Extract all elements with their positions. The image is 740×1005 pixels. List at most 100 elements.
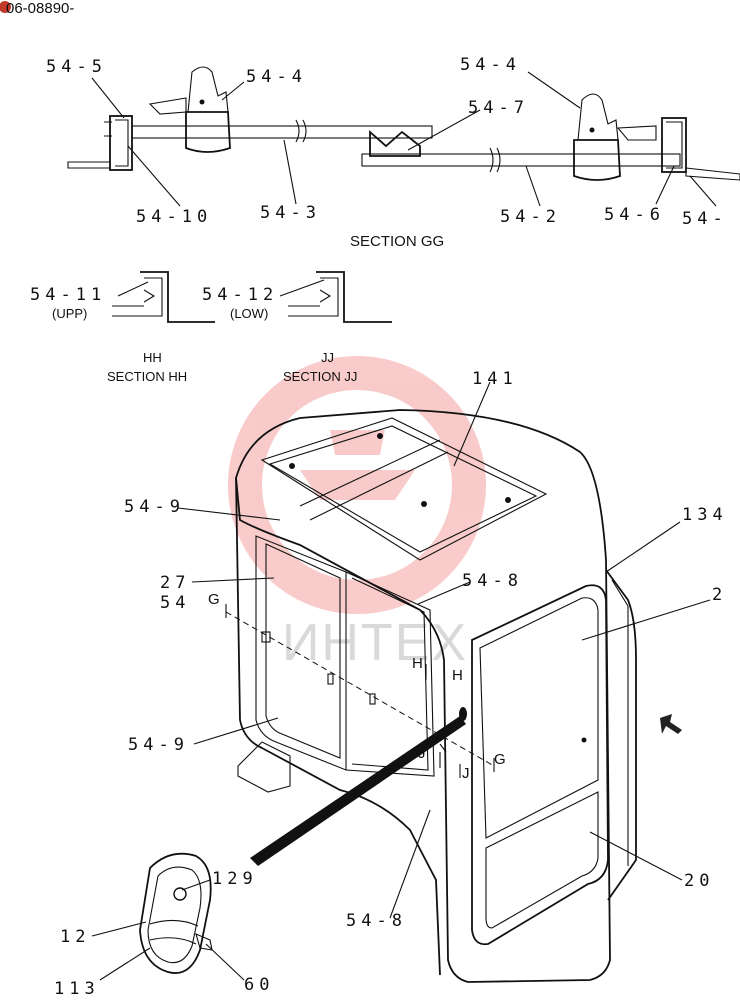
gg-center-seal (369, 130, 421, 157)
marker-j-left: J (418, 745, 426, 762)
gg-left-channel (109, 115, 133, 171)
watermark-mark-top (330, 430, 385, 455)
side-window-front-inner (265, 543, 341, 759)
marker-j-right: J (462, 765, 470, 782)
callout-54-9b: 54-9 (128, 735, 189, 755)
callout-54: 54 (160, 593, 190, 613)
callout-12: 12 (60, 927, 90, 947)
jj-profile-outer (316, 271, 392, 323)
front-door-upper-glass (479, 597, 599, 839)
section-jj-short: JJ (321, 350, 334, 365)
leader-54-2 (525, 165, 541, 207)
side-window-front (255, 535, 347, 771)
callout-27: 27 (160, 573, 190, 593)
leader-54-7 (407, 109, 481, 151)
leader-54-8b (389, 809, 431, 919)
leader-54-4a (221, 81, 245, 101)
roof-bolt-3 (505, 497, 511, 503)
cab-left-edge (235, 477, 441, 976)
lamp-lens-ribs (149, 919, 199, 945)
leader-12 (91, 921, 147, 937)
leader-54-5 (91, 77, 125, 119)
callout-54-4a: 54-4 (246, 67, 307, 87)
cab-drawing (225, 409, 682, 983)
leader-27 (191, 577, 275, 583)
marker-g-left: G (208, 591, 220, 608)
lamp-lens (147, 866, 202, 964)
callout-134: 134 (682, 505, 728, 525)
section-gg-title: SECTION GG (350, 233, 444, 250)
leader-54-6 (655, 165, 675, 205)
roof-bolt-2 (377, 433, 383, 439)
gg-left-latch-pin (199, 99, 205, 105)
leader-54-cut (689, 175, 717, 207)
leader-54-9a (177, 507, 281, 521)
callout-54-5: 54-5 (46, 57, 107, 77)
cab-right-edge (605, 569, 637, 901)
cab-right-edge-inner (611, 579, 629, 866)
gg-right-break (489, 147, 501, 173)
section-hh-title: SECTION HH (107, 369, 187, 384)
section-hh-drawing (112, 271, 215, 323)
hh-seal (143, 289, 156, 303)
marker-h-left: H (412, 655, 423, 672)
marker-h-right: H (452, 667, 463, 684)
hh-profile-inner (144, 277, 163, 317)
leader-54-4b (527, 71, 581, 109)
callout-60: 60 (244, 975, 274, 995)
callout-54-11: 54-11 (30, 285, 106, 305)
doc-id: 06-08890- (6, 0, 74, 17)
roof-rib (299, 439, 449, 521)
gg-right-latch-body (573, 139, 621, 181)
leader-54-11 (117, 281, 149, 297)
watermark-logo (228, 356, 486, 614)
leader-54-8a (417, 581, 471, 605)
callout-54-8b: 54-8 (346, 911, 407, 931)
section-hh-short: HH (143, 350, 162, 365)
front-door-frame (471, 584, 609, 946)
callout-2: 2 (712, 585, 727, 605)
gg-right-latch-lever (616, 125, 657, 141)
gg-right-channel (661, 117, 687, 173)
lamp-housing (139, 852, 212, 974)
callout-54-9a: 54-9 (124, 497, 185, 517)
section-line-gg-ends (225, 604, 495, 772)
room-lamp-detail (139, 716, 466, 974)
cab-outline (235, 409, 611, 983)
jj-glass (288, 305, 320, 317)
jj-profile-inner (320, 277, 339, 317)
gg-right-glass (361, 153, 681, 167)
post-clip (439, 743, 447, 753)
marker-g-right: G (494, 751, 506, 768)
direction-arrow-icon (660, 714, 682, 734)
leader-113 (99, 947, 151, 981)
gg-left-glass (131, 125, 433, 139)
gg-right-channel-inner (666, 121, 683, 169)
roof-panel-inner (268, 425, 538, 553)
callout-20: 20 (684, 871, 714, 891)
roof-bolt-1 (289, 463, 295, 469)
roof-panel (260, 417, 548, 561)
front-door-lower-glass (485, 791, 599, 929)
jj-seal (319, 289, 332, 303)
section-gg-drawing (67, 66, 740, 181)
callout-141: 141 (472, 369, 518, 389)
window-slider-clip-3 (369, 693, 376, 705)
leader-2 (581, 599, 711, 641)
section-line-hj-ticks (425, 664, 461, 778)
section-line-gg (225, 611, 495, 767)
gg-left-stop (104, 121, 112, 137)
callout-54-3: 54-3 (260, 203, 321, 223)
callout-54-cut: 54- (682, 209, 728, 229)
leader-54-10 (127, 145, 181, 207)
leader-54-12 (279, 279, 325, 297)
leader-134 (605, 521, 681, 573)
gg-left-flange (67, 161, 111, 169)
callout-54-2: 54-2 (500, 207, 561, 227)
callout-54-6: 54-6 (604, 205, 665, 225)
doc-marker-icon (0, 1, 11, 13)
callout-54-10: 54-10 (136, 207, 212, 227)
leader-141 (453, 381, 491, 467)
leader-129 (181, 879, 211, 891)
callout-54-8a: 54-8 (462, 571, 523, 591)
